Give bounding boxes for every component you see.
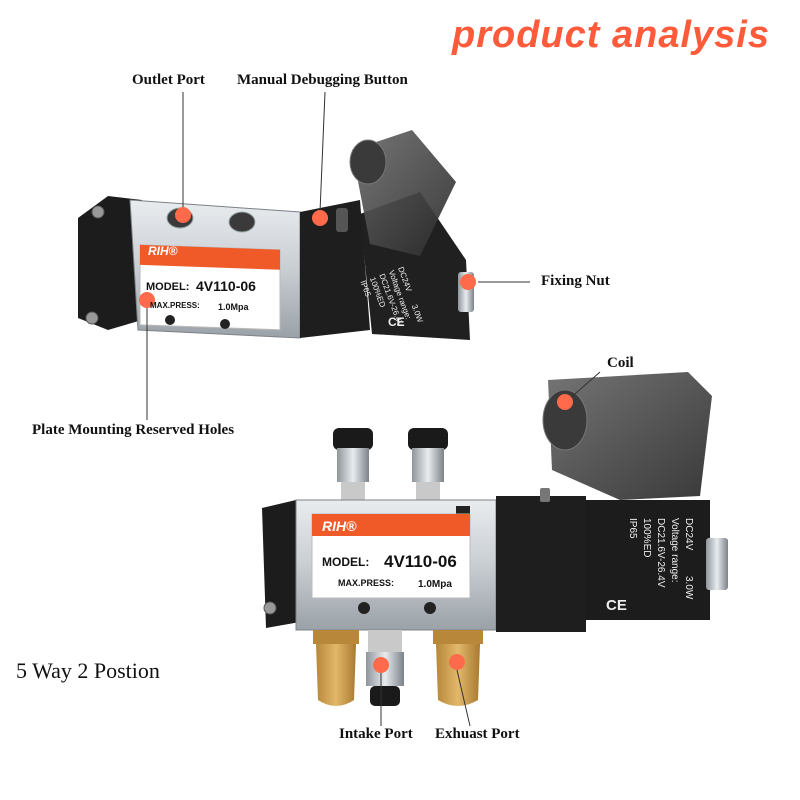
intake-fitting [370,686,400,706]
brand-logo: RIH® [322,518,357,534]
push-fitting [408,428,448,450]
exhaust-muffler [316,644,356,706]
coil-specs: DC24V 3.0W Voltage range: DC21.6V-26.4V … [627,518,694,600]
label-manual-button: Manual Debugging Button [237,72,408,88]
muffler-thread [433,630,483,644]
svg-text:DC24V: DC24V [683,518,694,551]
model-label: MODEL: [146,281,189,293]
mounting-hole [165,315,175,325]
valve-type-caption: 5 Way 2 Postion [16,658,160,683]
ce-mark: CE [388,315,405,329]
mounting-hole [358,602,370,614]
marker-dot [312,210,328,226]
model-label: MODEL: [322,555,369,569]
ce-mark: CE [606,597,627,614]
brand-logo: RIH® [148,244,178,258]
marker-dot [449,654,465,670]
coil-gland [542,389,588,451]
svg-text:IP65: IP65 [627,518,638,539]
manual-button [540,488,550,502]
port-hole [456,506,470,516]
coil-block [586,500,710,620]
svg-text:Voltage range:: Voltage range: [669,518,680,583]
marker-dot [557,394,573,410]
screw-icon [91,205,105,219]
label-band [312,514,470,536]
callout-markers [139,207,573,673]
model-value: 4V110-06 [196,278,256,294]
label-exhaust-port: Exhuast Port [435,726,520,742]
page-title: product analysis [452,14,770,56]
pressure-label: MAX.PRESS: [338,578,394,588]
manual-button [336,208,348,232]
marker-dot [373,657,389,673]
label-coil: Coil [607,355,634,371]
solenoid-housing [496,496,586,632]
marker-dot [175,207,191,223]
model-value: 4V110-06 [384,552,457,571]
label-outlet-port: Outlet Port [132,72,205,88]
mounting-hole [220,319,230,329]
bottom-plate-text: RIH® MODEL: 4V110-06 MAX.PRESS: 1.0Mpa D… [322,518,694,614]
end-cap-left [78,196,142,330]
valve-top [78,130,474,340]
muffler-thread [313,630,359,644]
svg-text:3.0W: 3.0W [683,576,694,600]
svg-text:DC21.6V-26.4V: DC21.6V-26.4V [655,518,666,588]
intake-thread [368,630,402,652]
label-band [140,244,280,270]
label-plate-holes: Plate Mounting Reserved Holes [32,422,235,438]
screw-icon [263,601,277,615]
port-hole [228,211,256,233]
push-fitting [333,428,373,450]
pressure-value: 1.0Mpa [218,302,250,312]
pressure-label: MAX.PRESS: [150,301,200,310]
solenoid-housing [300,200,370,338]
valve-bottom [262,372,728,706]
marker-dot [460,274,476,290]
callout-lines [146,91,601,727]
connector-cap [548,372,712,500]
fitting-nut [412,448,444,482]
marker-dot [139,292,155,308]
cable-gland [349,139,387,185]
svg-text:100%ED: 100%ED [641,518,652,557]
fitting-nut [337,448,369,482]
fixing-nut [706,538,728,590]
label-intake-port: Intake Port [339,726,413,742]
top-plate-text: RIH® MODEL: 4V110-06 MAX.PRESS: 1.0Mpa D… [146,244,425,329]
pressure-value: 1.0Mpa [418,579,452,590]
screw-icon [85,311,99,325]
end-cap-left [262,500,300,628]
mounting-hole [424,602,436,614]
label-fixing-nut: Fixing Nut [541,273,610,289]
